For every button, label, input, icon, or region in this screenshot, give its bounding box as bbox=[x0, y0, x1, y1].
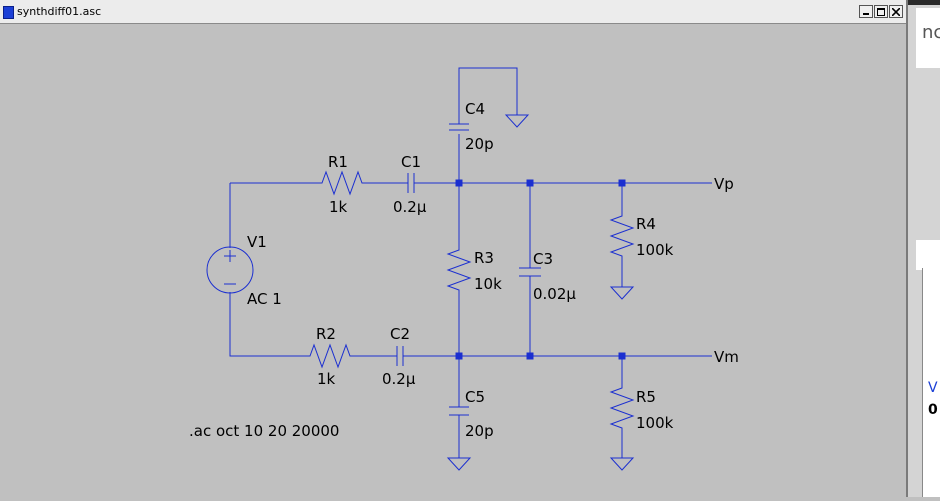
junction-dot bbox=[618, 179, 626, 187]
label-c4-value: 20p bbox=[465, 135, 494, 153]
junction-dot bbox=[618, 352, 626, 360]
background-panel-edge bbox=[916, 240, 940, 270]
label-v1-value: AC 1 bbox=[247, 290, 282, 308]
ground-c5 bbox=[446, 457, 472, 471]
resistor-r5 bbox=[609, 384, 635, 432]
label-r5-name: R5 bbox=[636, 388, 656, 406]
schematic-canvas[interactable]: V1 AC 1 R1 1k C1 0.2µ C4 20p Vp R4 100k … bbox=[0, 24, 906, 497]
window-title: synthdiff01.asc bbox=[17, 5, 102, 18]
background-lower-panel bbox=[922, 268, 940, 497]
background-partial-zero: 0 bbox=[928, 402, 938, 418]
label-c5-value: 20p bbox=[465, 422, 494, 440]
close-icon bbox=[892, 8, 900, 16]
junction-dot bbox=[455, 352, 463, 360]
capacitor-c4 bbox=[449, 123, 469, 131]
background-partial-v: V bbox=[928, 380, 938, 396]
label-r4-value: 100k bbox=[636, 241, 674, 259]
label-vp: Vp bbox=[714, 175, 734, 193]
resistor-r1 bbox=[318, 170, 366, 196]
close-button[interactable] bbox=[889, 5, 903, 18]
background-window-edge: nc V 0 bbox=[906, 0, 940, 497]
label-r5-value: 100k bbox=[636, 414, 674, 432]
v1-plus-sign bbox=[224, 250, 236, 262]
wire-v1-top bbox=[229, 182, 318, 248]
background-panel bbox=[916, 8, 940, 68]
label-c2-name: C2 bbox=[390, 325, 410, 343]
wire-c4 bbox=[458, 67, 518, 183]
capacitor-c2 bbox=[396, 346, 404, 366]
schematic: V1 AC 1 R1 1k C1 0.2µ C4 20p Vp R4 100k … bbox=[189, 67, 739, 471]
capacitor-c5 bbox=[449, 406, 469, 416]
spice-directive: .ac oct 10 20 20000 bbox=[189, 422, 339, 440]
label-c3-name: C3 bbox=[533, 250, 553, 268]
label-r2-name: R2 bbox=[316, 325, 336, 343]
junction-dot bbox=[455, 179, 463, 187]
frame-top-strip bbox=[908, 0, 940, 5]
minimize-button[interactable] bbox=[859, 5, 873, 18]
label-r4-name: R4 bbox=[636, 215, 656, 233]
resistor-r3 bbox=[446, 246, 472, 294]
label-r2-value: 1k bbox=[317, 370, 336, 388]
ground-c4 bbox=[504, 114, 530, 128]
window-controls bbox=[859, 5, 903, 18]
background-partial-text: nc bbox=[922, 22, 940, 43]
title-bar[interactable]: synthdiff01.asc bbox=[0, 0, 906, 24]
label-c2-value: 0.2µ bbox=[382, 370, 416, 388]
label-c1-name: C1 bbox=[401, 153, 421, 171]
maximize-button[interactable] bbox=[874, 5, 888, 18]
label-c3-value: 0.02µ bbox=[533, 285, 576, 303]
junction-dot bbox=[526, 352, 534, 360]
app-icon bbox=[3, 6, 14, 19]
label-vm: Vm bbox=[714, 348, 739, 366]
capacitor-c1 bbox=[407, 173, 415, 193]
wire-v1-bottom bbox=[229, 292, 306, 357]
ground-r5 bbox=[609, 457, 635, 471]
label-r3-value: 10k bbox=[474, 275, 502, 293]
voltage-source-v1 bbox=[206, 246, 254, 294]
label-c5-name: C5 bbox=[465, 388, 485, 406]
label-r1-name: R1 bbox=[328, 153, 348, 171]
resistor-r4 bbox=[609, 212, 635, 260]
resistor-r2 bbox=[306, 343, 354, 369]
capacitor-c3 bbox=[519, 267, 541, 277]
label-v1-name: V1 bbox=[247, 233, 267, 251]
label-r3-name: R3 bbox=[474, 249, 494, 267]
junction-dot bbox=[526, 179, 534, 187]
ground-r4 bbox=[609, 286, 635, 300]
label-r1-value: 1k bbox=[329, 198, 348, 216]
label-c4-name: C4 bbox=[465, 100, 485, 118]
label-c1-value: 0.2µ bbox=[393, 198, 427, 216]
